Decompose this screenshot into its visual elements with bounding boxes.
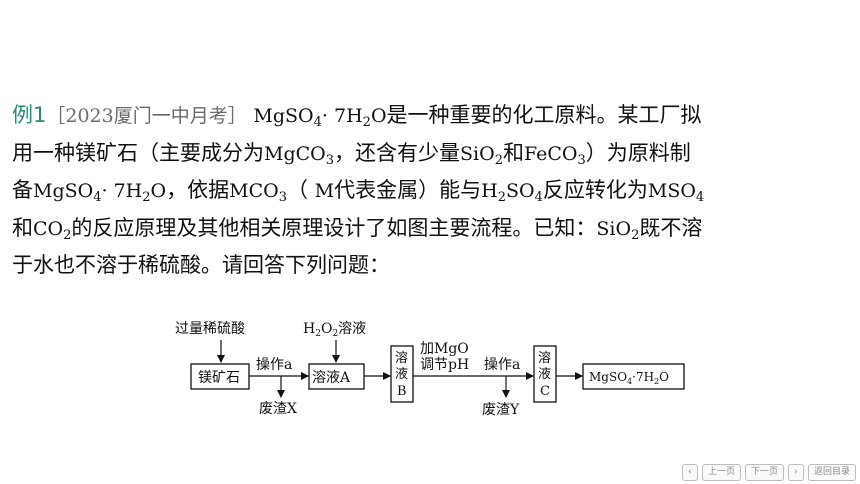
waste-y-label: 废渣Y xyxy=(482,402,520,418)
formula-mgso4-7h2o: MgSO4· 7H2O xyxy=(33,180,167,205)
text-segment: 既不溶 xyxy=(639,215,703,240)
example-label: 例1 xyxy=(12,103,47,127)
box-solution-c-c3: C xyxy=(540,384,550,399)
problem-line-5: 于水也不溶于稀硫酸。请回答下列问题： xyxy=(12,247,850,284)
box-solution-b-c1: 溶 xyxy=(395,351,408,366)
reagent-h2o2: H2O2溶液 xyxy=(303,321,366,339)
text-segment: 和 xyxy=(12,215,33,240)
box-solution-b-c3: B xyxy=(397,384,407,399)
formula-mgso4-7h2o: MgSO4· 7H2O xyxy=(253,105,387,130)
text-segment: ）为原料制 xyxy=(585,140,691,165)
source-tag: ［2023厦门一中月考］ xyxy=(46,105,247,127)
back-to-toc-button[interactable]: 返回目录 xyxy=(807,464,856,481)
box-solution-b-c2: 液 xyxy=(395,367,408,382)
formula-sio2: SiO2 xyxy=(460,142,503,168)
text-segment: ，依据 xyxy=(166,178,230,202)
text-segment: （ xyxy=(286,178,315,202)
text-segment: 是一种重要的化工原料。某工厂拟 xyxy=(386,103,702,127)
box-solution-c xyxy=(533,345,557,403)
box-solution-a-label: 溶液A xyxy=(312,370,351,386)
text-segment: 反应转化为 xyxy=(542,178,648,202)
text-segment: 和 xyxy=(502,140,524,165)
text-segment: 代表金属）能与 xyxy=(334,178,482,202)
problem-line-4: 和CO2的反应原理及其他相关原理设计了如图主要流程。已知：SiO2既不溶 xyxy=(12,210,850,248)
box-solution-b xyxy=(390,345,414,403)
next-arrow-button[interactable]: › xyxy=(787,464,804,481)
waste-x-label: 废渣X xyxy=(259,401,297,417)
formula-mgco3: MgCO3 xyxy=(264,142,335,168)
next-page-button[interactable]: 下一页 xyxy=(744,464,784,481)
op2-label: 操作a xyxy=(484,357,520,373)
box-solution-c-c1: 溶 xyxy=(538,351,551,366)
box-ore-label: 镁矿石 xyxy=(198,370,240,386)
formula-feco3: FeCO3 xyxy=(523,142,586,168)
text-segment: 用一种镁矿石（主要成分为 xyxy=(12,140,264,165)
prev-arrow-button[interactable]: ‹ xyxy=(681,464,698,481)
reagent-dilute-h2so4: 过量稀硫酸 xyxy=(175,321,245,337)
problem-line-3: 备MgSO4· 7H2O，依据MCO3（ M代表金属）能与H2SO4反应转化为M… xyxy=(12,172,850,210)
formula-h2so4: H2SO4 xyxy=(481,180,543,205)
text-segment: 的反应原理及其他相关原理设计了如图主要流程。已知： xyxy=(71,215,597,240)
box-product-label: MgSO4·7H2O xyxy=(589,370,669,386)
problem-line-2: 用一种镁矿石（主要成分为MgCO3，还含有少量SiO2和FeCO3）为原料制 xyxy=(12,135,850,173)
text-segment: 于水也不溶于稀硫酸。请回答下列问题： xyxy=(12,253,390,277)
prev-page-button[interactable]: 上一页 xyxy=(701,464,741,481)
adjust-label-2: 调节pH xyxy=(420,357,469,373)
formula-mso4: MSO4 xyxy=(647,180,705,205)
adjust-label-1: 加MgO xyxy=(420,341,469,357)
text-segment: ，还含有少量 xyxy=(334,140,461,165)
problem-line-1: 例1［2023厦门一中月考］ MgSO4· 7H2O是一种重要的化工原料。某工厂… xyxy=(12,97,850,135)
formula-mco3: MCO3 xyxy=(229,180,287,205)
op1-label: 操作a xyxy=(256,357,292,373)
formula-co2: CO2 xyxy=(33,217,72,243)
box-solution-c-c2: 液 xyxy=(538,367,551,382)
formula-sio2: SiO2 xyxy=(596,217,640,243)
problem-statement: 例1［2023厦门一中月考］ MgSO4· 7H2O是一种重要的化工原料。某工厂… xyxy=(12,97,850,284)
box-product xyxy=(582,363,685,390)
slide-navigation: ‹ 上一页 下一页 › 返回目录 xyxy=(681,464,856,481)
formula-m: M xyxy=(314,180,335,202)
text-segment: 备 xyxy=(12,178,33,202)
